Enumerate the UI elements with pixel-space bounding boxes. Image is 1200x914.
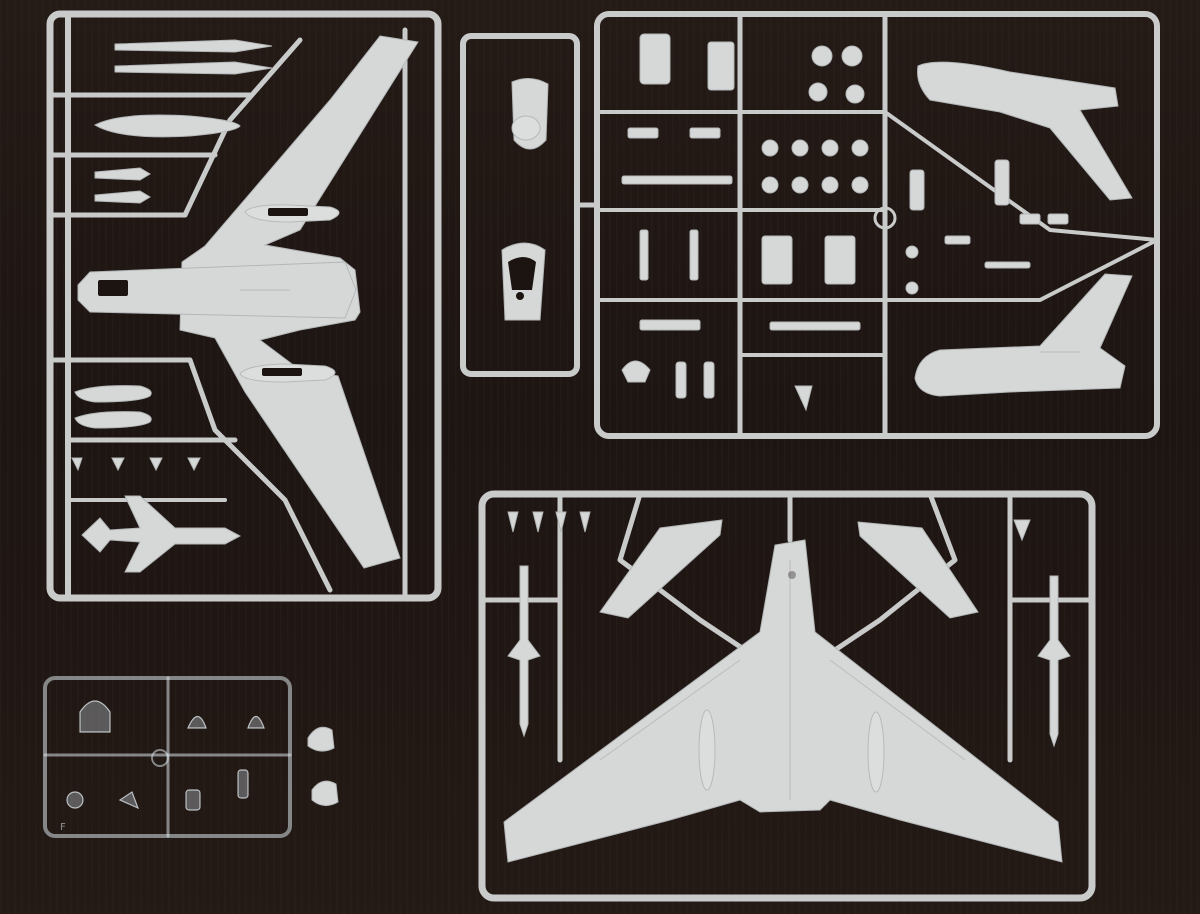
pylon-parts: [71, 457, 201, 472]
drop-tank-part: [74, 385, 152, 403]
sprue-letter: F: [60, 822, 66, 833]
bomb-part: [94, 167, 151, 181]
clear-part: [187, 715, 207, 729]
sprue-clear-parts: F: [43, 676, 292, 838]
loose-exhaust-parts: [307, 726, 339, 806]
sprue-bottom-right: [478, 490, 1096, 902]
sprue-top-right: [460, 11, 1160, 439]
stabilizer-part: [599, 519, 723, 619]
wheel-parts: [761, 45, 869, 194]
drone-target-part: [81, 495, 242, 573]
seat-part: [639, 33, 671, 85]
sprue-top-left: [46, 10, 442, 602]
stabilizer-part: [857, 521, 979, 619]
fuselage-belly-part: [77, 261, 357, 319]
clear-part: [247, 715, 265, 729]
missile-part: [114, 61, 273, 75]
missile-part: [114, 39, 273, 53]
drop-tank-part: [74, 411, 152, 429]
pylon-tank-part: [698, 709, 716, 791]
fuselage-half-part: [917, 61, 1133, 201]
small-parts-column: [905, 159, 1069, 295]
bomb-part: [94, 190, 151, 204]
missile-part: [1037, 575, 1071, 748]
antenna-parts: [507, 511, 1031, 542]
fuselage-half-part: [914, 273, 1133, 397]
small-part: [621, 360, 651, 383]
landing-gear-parts: [621, 127, 861, 331]
drop-tank-part: [93, 114, 241, 138]
sprue-frame: [46, 10, 442, 602]
canopy-clear-part: [79, 700, 111, 733]
small-part: [707, 41, 735, 91]
lower-wing-part: [503, 539, 1063, 863]
pylon-tank-part: [867, 711, 885, 793]
missile-part: [507, 565, 541, 738]
